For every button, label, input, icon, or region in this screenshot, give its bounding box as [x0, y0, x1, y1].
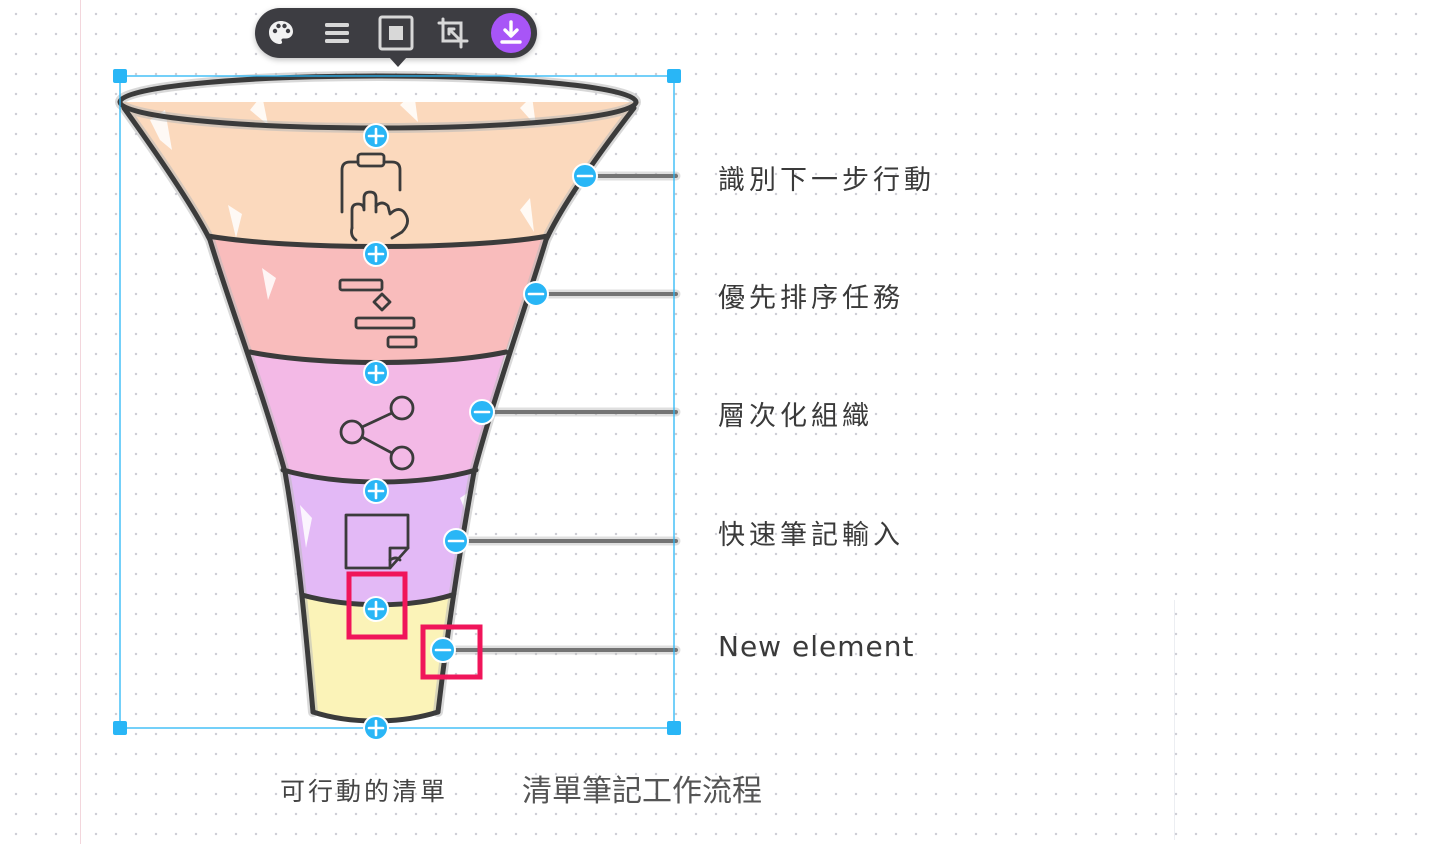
add-stage-plus-icon[interactable] — [363, 123, 389, 149]
resize-handle-bottom-right[interactable] — [667, 721, 681, 735]
gantt-chart-icon — [338, 278, 418, 349]
add-stage-plus-icon[interactable] — [363, 596, 389, 622]
highlight-boxes — [346, 571, 483, 680]
remove-stage-minus-icon[interactable] — [523, 281, 549, 307]
clipboard-hand-icon — [340, 152, 409, 242]
add-stage-plus-icon[interactable] — [363, 360, 389, 386]
caption-workflow-title[interactable]: 清單筆記工作流程 — [522, 774, 762, 809]
page-edge-line — [1174, 600, 1175, 840]
notebook-margin-line — [80, 0, 81, 844]
funnel-fill-stage-3 — [250, 352, 506, 481]
resize-handle-top-left[interactable] — [113, 69, 127, 83]
highlight-box-remove — [420, 624, 483, 680]
stage-label-3[interactable]: 層次化組織 — [718, 401, 873, 432]
stage-label-2[interactable]: 優先排序任務 — [718, 283, 904, 314]
selection-box[interactable] — [113, 69, 681, 735]
funnel-fill-stage-4 — [283, 470, 476, 604]
stage-label-4[interactable]: 快速筆記輸入 — [718, 520, 904, 551]
palette-icon[interactable] — [261, 13, 301, 53]
resize-handle-top-right[interactable] — [667, 69, 681, 83]
crop-icon[interactable] — [433, 13, 473, 53]
add-stage-buttons — [363, 123, 389, 741]
element-toolbar — [255, 8, 537, 67]
funnel-fill-stage-1 — [118, 102, 640, 245]
funnel-fill-stage-5 — [302, 595, 452, 720]
add-stage-plus-icon[interactable] — [363, 478, 389, 504]
highlight-box-add — [346, 571, 408, 640]
remove-stage-minus-icon[interactable] — [443, 528, 469, 554]
caption-actionable-list[interactable]: 可行動的清單 — [280, 777, 449, 806]
add-stage-plus-icon[interactable] — [363, 715, 389, 741]
remove-stage-minus-icon[interactable] — [430, 637, 456, 663]
share-nodes-icon — [339, 395, 415, 471]
remove-stage-minus-icon[interactable] — [572, 163, 598, 189]
connector-lines — [441, 174, 678, 652]
download-icon[interactable] — [491, 13, 531, 53]
add-stage-plus-icon[interactable] — [363, 241, 389, 267]
resize-handle-bottom-left[interactable] — [113, 721, 127, 735]
remove-stage-minus-icon[interactable] — [469, 399, 495, 425]
remove-stage-buttons — [430, 163, 598, 663]
stage-label-1[interactable]: 識別下一步行動 — [718, 165, 935, 196]
fill-square-icon[interactable] — [376, 13, 416, 53]
stage-label-5[interactable]: New element — [718, 630, 915, 663]
menu-lines-icon[interactable] — [317, 13, 357, 53]
sticky-note-icon — [344, 513, 410, 570]
